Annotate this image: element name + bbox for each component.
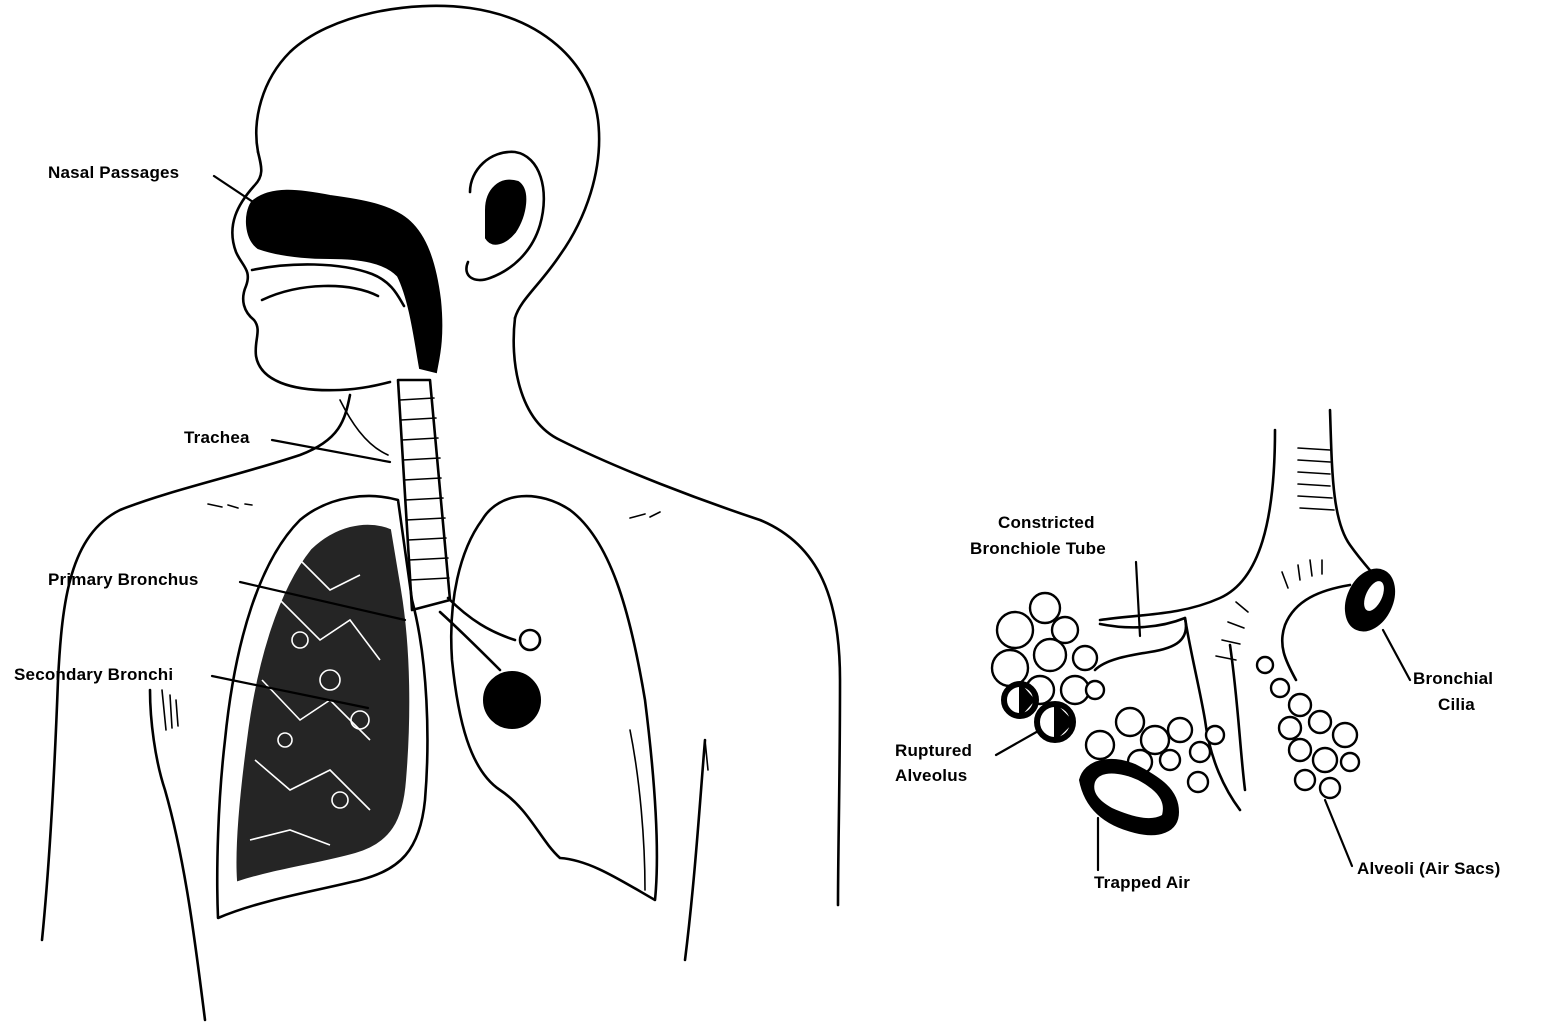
- human-figure: [42, 6, 840, 1020]
- arm-right: [685, 740, 705, 960]
- bronchus-nodule-cap: [520, 630, 540, 650]
- branch-right: [1282, 585, 1350, 680]
- bronchiole-wall-right: [1330, 410, 1378, 580]
- label-primary-bronchus: Primary Bronchus: [48, 570, 199, 589]
- leader-constricted: [1136, 562, 1140, 636]
- label-bronchial-line2: Cilia: [1438, 695, 1475, 714]
- right-lung: [451, 496, 657, 900]
- cilia-top: [1298, 448, 1334, 510]
- label-constricted-line1: Constricted: [998, 513, 1095, 532]
- label-nasal-passages: Nasal Passages: [48, 163, 179, 182]
- arm-left: [150, 690, 205, 1020]
- right-lung-inner: [630, 730, 645, 890]
- label-bronchial-line1: Bronchial: [1413, 669, 1493, 688]
- bronchus-nodule: [484, 672, 540, 728]
- constricted-tube-inner: [1230, 645, 1245, 790]
- trachea-shape: [398, 380, 450, 610]
- alveoli-cluster-left: [992, 593, 1104, 740]
- label-secondary-bronchi: Secondary Bronchi: [14, 665, 173, 684]
- hand-marks-right: [705, 740, 708, 770]
- bronchiole-detail: [992, 410, 1403, 834]
- palate-lower: [262, 286, 378, 300]
- label-constricted-line2: Bronchiole Tube: [970, 539, 1106, 558]
- label-ruptured-line1: Ruptured: [895, 741, 972, 760]
- leader-bronchial: [1383, 630, 1410, 680]
- hand-marks-left: [162, 690, 178, 730]
- crease-marks: [208, 504, 660, 518]
- leader-nasal: [214, 176, 262, 208]
- nasal-passage-shape: [247, 191, 441, 372]
- leader-ruptured: [996, 730, 1040, 755]
- cilia-branch: [1216, 560, 1322, 660]
- alveoli-cluster-right: [1257, 657, 1359, 798]
- label-trachea: Trachea: [184, 428, 250, 447]
- ear-inner: [486, 181, 525, 244]
- neck-right: [514, 318, 840, 905]
- leader-alveoli: [1325, 800, 1352, 866]
- right-labels: Constricted Bronchiole Tube Bronchial Ci…: [895, 513, 1500, 892]
- bronchiole-wall-left: [1100, 430, 1275, 620]
- label-trapped-air: Trapped Air: [1094, 873, 1190, 892]
- label-ruptured-line2: Alveolus: [895, 766, 967, 785]
- label-alveoli: Alveoli (Air Sacs): [1357, 859, 1500, 878]
